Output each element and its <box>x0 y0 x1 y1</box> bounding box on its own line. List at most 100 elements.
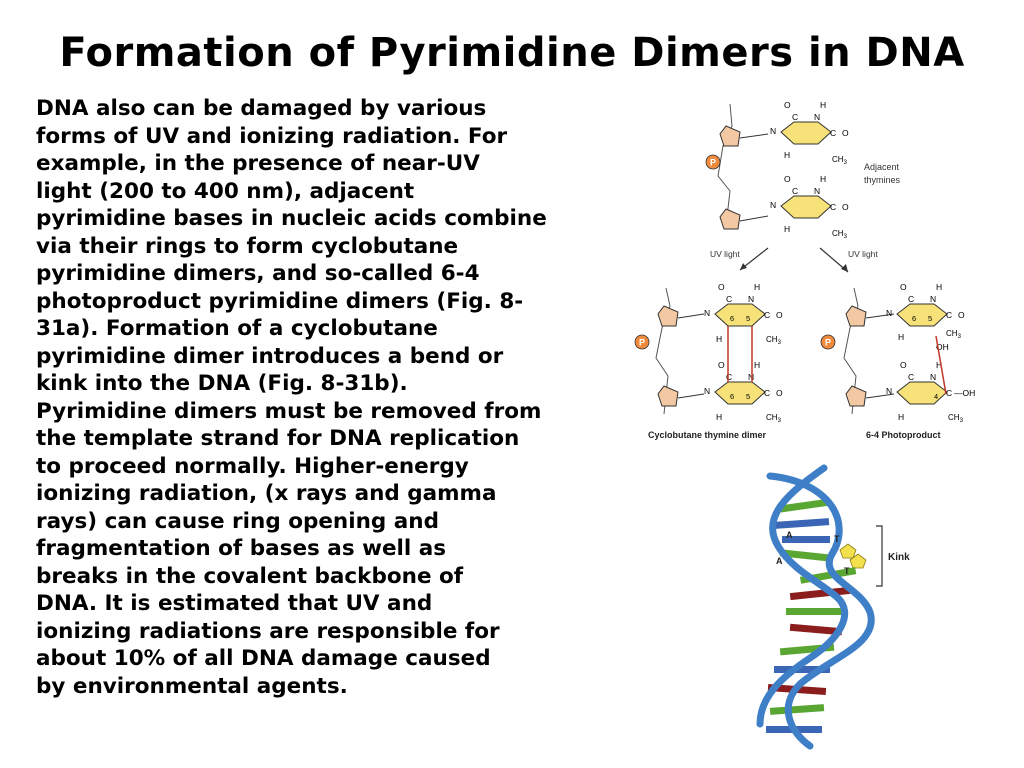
photoproduct-caption: 6-4 Photoproduct <box>866 430 941 440</box>
base-label: A <box>786 530 793 540</box>
body-line: rays) can cause ring opening and <box>36 508 439 534</box>
phosphate-label: P <box>710 158 716 168</box>
methyl-label: CH3 <box>766 335 782 346</box>
atom-label: O <box>718 360 725 370</box>
atom-label: O <box>776 388 783 398</box>
atom-label: C <box>830 128 836 138</box>
thymine-ring-icon <box>849 553 867 569</box>
body-line: pyrimidine dimer introduces a bend or <box>36 343 504 369</box>
atom-label: N <box>930 294 936 304</box>
hydroxyl-label: —OH <box>954 388 975 398</box>
atom-label: N <box>770 200 776 210</box>
phosphate-label: P <box>825 338 831 348</box>
sugar-icon <box>719 125 741 147</box>
sugar-icon <box>657 385 679 407</box>
base-label: T <box>844 566 850 576</box>
ring-number: 6 <box>730 392 734 401</box>
atom-label: H <box>784 224 790 234</box>
ring-number: 5 <box>746 314 750 323</box>
sugar-icon <box>657 305 679 327</box>
atom-label: O <box>784 100 791 110</box>
sugar-icon <box>719 208 741 230</box>
pyrimidine-dimer-figure: P N C O N H C O H CH3 N C O N H C O H CH… <box>634 100 975 440</box>
atom-label: C <box>908 372 914 382</box>
atom-label: C <box>830 202 836 212</box>
atom-label: C <box>792 186 798 196</box>
atom-label: H <box>716 334 722 344</box>
photoproduct-group: P N C O N H C O 6 5 H CH3 OH N C O N H C… <box>820 282 975 440</box>
atom-label: C <box>946 388 952 398</box>
atom-label: N <box>704 386 710 396</box>
atom-label: H <box>820 100 826 110</box>
kink-label: Kink <box>888 552 910 563</box>
cyclobutane-caption: Cyclobutane thymine dimer <box>648 430 767 440</box>
hydroxyl-label: OH <box>936 342 949 352</box>
methyl-label: CH3 <box>832 229 848 240</box>
atom-label: N <box>748 294 754 304</box>
phosphate-icon <box>634 334 650 350</box>
sugar-icon <box>845 305 867 327</box>
base-label: T <box>834 534 840 544</box>
body-line: ionizing radiation, (x rays and gamma <box>36 481 497 506</box>
ring-number: 6 <box>912 314 916 323</box>
kink-bracket <box>876 525 883 587</box>
atom-label: N <box>704 308 710 318</box>
atom-label: O <box>842 202 849 212</box>
body-line: the template strand for DNA replication <box>36 426 520 451</box>
ring-number: 4 <box>934 392 938 401</box>
atom-label: N <box>814 186 820 196</box>
ring-number: 5 <box>928 314 932 323</box>
body-line: via their rings to form cyclobutane <box>36 233 459 259</box>
adjacent-thymines-group: P N C O N H C O H CH3 N C O N H C O H CH… <box>705 100 901 240</box>
thymine-ring-icon <box>839 543 857 559</box>
atom-label: H <box>936 360 942 370</box>
atom-label: O <box>776 310 783 320</box>
dna-backbone-strand <box>766 472 875 750</box>
methyl-label: CH3 <box>766 413 782 424</box>
body-line: Pyrimidine dimers must be removed from <box>36 398 542 424</box>
body-line: example, in the presence of near-UV <box>36 151 480 176</box>
body-line: to proceed normally. Higher-energy <box>36 453 469 479</box>
phosphate-icon <box>820 334 836 350</box>
atom-label: N <box>770 126 776 136</box>
atom-label: H <box>716 412 722 422</box>
methyl-label: CH3 <box>946 329 962 340</box>
body-line: DNA also can be damaged by various <box>36 96 487 121</box>
body-line: DNA. It is estimated that UV and <box>36 591 433 616</box>
adjacent-label: thymines <box>864 175 901 185</box>
body-line: forms of UV and ionizing radiation. For <box>36 123 508 149</box>
cyclobutane-dimer-group: P N C O N H C O 6 5 H CH3 N C O N H C O … <box>634 282 783 440</box>
atom-label: N <box>748 372 754 382</box>
body-line: 31a). Formation of a cyclobutane <box>36 316 438 341</box>
photoproduct-bond <box>935 335 947 395</box>
body-line: pyrimidine dimers, and so-called 6-4 <box>36 261 480 286</box>
dna-backbone-strand <box>756 464 849 728</box>
atom-label: C <box>792 112 798 122</box>
ring-number: 6 <box>730 314 734 323</box>
atom-label: N <box>886 386 892 396</box>
atom-label: N <box>886 308 892 318</box>
atom-label: N <box>930 372 936 382</box>
methyl-label: CH3 <box>948 413 964 424</box>
uv-light-label: UV light <box>710 249 740 259</box>
kinked-dna-figure: A A T T Kink <box>756 464 910 750</box>
body-line: pyrimidine bases in nucleic acids combin… <box>36 206 547 231</box>
body-line: about 10% of all DNA damage caused <box>36 646 491 671</box>
base-pairs <box>766 498 867 733</box>
atom-label: O <box>842 128 849 138</box>
atom-label: O <box>784 174 791 184</box>
atom-label: H <box>820 174 826 184</box>
atom-label: H <box>754 360 760 370</box>
uv-arrows: UV light UV light <box>710 247 878 273</box>
phosphate-label: P <box>639 338 645 348</box>
atom-label: C <box>726 372 732 382</box>
methyl-label: CH3 <box>832 155 848 166</box>
atom-label: O <box>900 360 907 370</box>
atom-label: C <box>726 294 732 304</box>
adjacent-label: Adjacent <box>864 162 900 172</box>
atom-label: O <box>958 310 965 320</box>
body-line: kink into the DNA (Fig. 8-31b). <box>36 371 408 396</box>
atom-label: N <box>814 112 820 122</box>
base-label: A <box>776 556 783 566</box>
